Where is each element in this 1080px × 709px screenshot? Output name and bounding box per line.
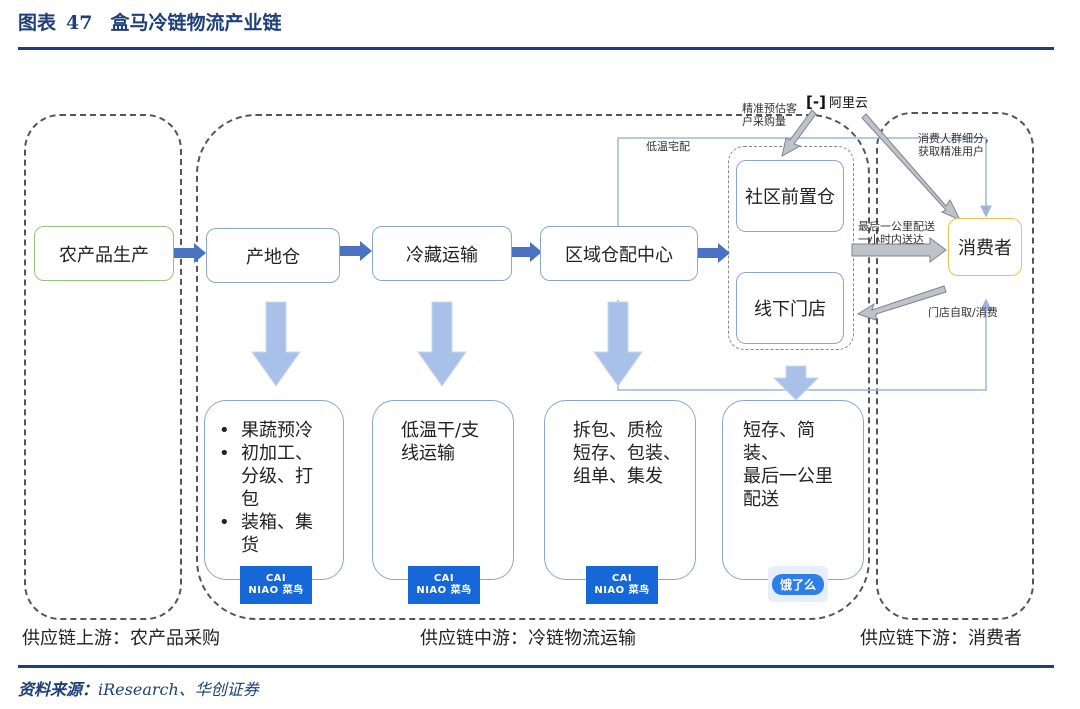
node-farm-production: 农产品生产 xyxy=(34,226,174,281)
label-forecast: 精准预估客 户采购量 xyxy=(742,102,797,128)
detail-lastmile: 短存、简装、 最后一公里 配送 xyxy=(722,400,864,580)
top-rule xyxy=(18,47,1054,50)
detail-dc-text: 拆包、质检 短存、包装、 组单、集发 xyxy=(573,420,681,487)
detail-origin-item-1: 果蔬预冷 xyxy=(219,419,329,442)
bottom-rule xyxy=(18,665,1054,668)
node-regional-dc: 区域仓配中心 xyxy=(540,226,698,281)
figure-number: 47 xyxy=(66,12,93,34)
detail-lastmile-text: 短存、简装、 最后一公里 配送 xyxy=(743,420,833,510)
detail-transport-text: 低温干/支 线运输 xyxy=(401,420,480,464)
label-one-km: 最后一公里配送 一小时内送达 xyxy=(858,220,935,246)
arrow-farm-to-origin xyxy=(174,243,206,263)
figure-label: 图表 xyxy=(18,12,57,34)
down-arrow-transport xyxy=(417,301,467,387)
node-consumer: 消费者 xyxy=(948,218,1022,276)
label-low-temp-delivery: 低温宅配 xyxy=(646,140,690,153)
down-arrow-origin xyxy=(251,301,301,387)
arrow-aliyun-to-consumer xyxy=(861,113,962,222)
arrow-origin-to-transport xyxy=(340,241,372,261)
node-offline-store: 线下门店 xyxy=(736,272,844,344)
figure-title-text: 盒马冷链物流产业链 xyxy=(110,12,282,34)
source-refs: iResearch、华创证券 xyxy=(98,680,259,699)
aliyun-mark-icon: [-] xyxy=(806,92,826,111)
label-upstream: 供应链上游：农产品采购 xyxy=(22,628,220,649)
detail-origin-item-2: 初加工、 分级、打 包 xyxy=(219,442,329,511)
aliyun-logo: [-]阿里云 xyxy=(806,92,868,112)
down-arrow-store xyxy=(772,365,820,401)
detail-origin: 果蔬预冷 初加工、 分级、打 包 装箱、集 货 xyxy=(204,400,344,580)
detail-origin-item-3: 装箱、集 货 xyxy=(219,511,329,557)
node-front-warehouse: 社区前置仓 xyxy=(736,160,844,232)
down-arrow-dc xyxy=(593,301,643,387)
arrow-dc-to-stores xyxy=(698,243,730,263)
low-temp-delivery-line xyxy=(617,137,992,226)
label-downstream: 供应链下游：消费者 xyxy=(860,628,1022,649)
arrow-aliyun-to-front-warehouse xyxy=(781,109,817,157)
downstream-section xyxy=(876,112,1034,620)
source-label: 资料来源： xyxy=(18,680,99,699)
label-consumer-profile: 消费人群细分， 获取精准用户 xyxy=(918,132,995,158)
label-self-pickup: 门店自取/消费 xyxy=(928,306,998,319)
midstream-section xyxy=(196,114,870,620)
label-midstream: 供应链中游：冷链物流运输 xyxy=(420,628,636,649)
figure-title: 图表 47 盒马冷链物流产业链 xyxy=(18,8,281,35)
arrow-transport-to-dc xyxy=(512,242,542,262)
detail-dc: 拆包、质检 短存、包装、 组单、集发 xyxy=(544,400,696,580)
node-origin-warehouse: 产地仓 xyxy=(206,228,340,283)
upstream-section xyxy=(24,114,182,620)
node-cold-transport: 冷藏运输 xyxy=(372,226,512,281)
arrow-one-km-to-consumer xyxy=(851,237,947,263)
arrow-consumer-to-store xyxy=(856,285,947,321)
detail-transport: 低温干/支 线运输 xyxy=(372,400,514,580)
source-note: 资料来源：iResearch、华创证券 xyxy=(18,676,259,700)
eleme-logo: 饿了么 xyxy=(768,566,828,602)
